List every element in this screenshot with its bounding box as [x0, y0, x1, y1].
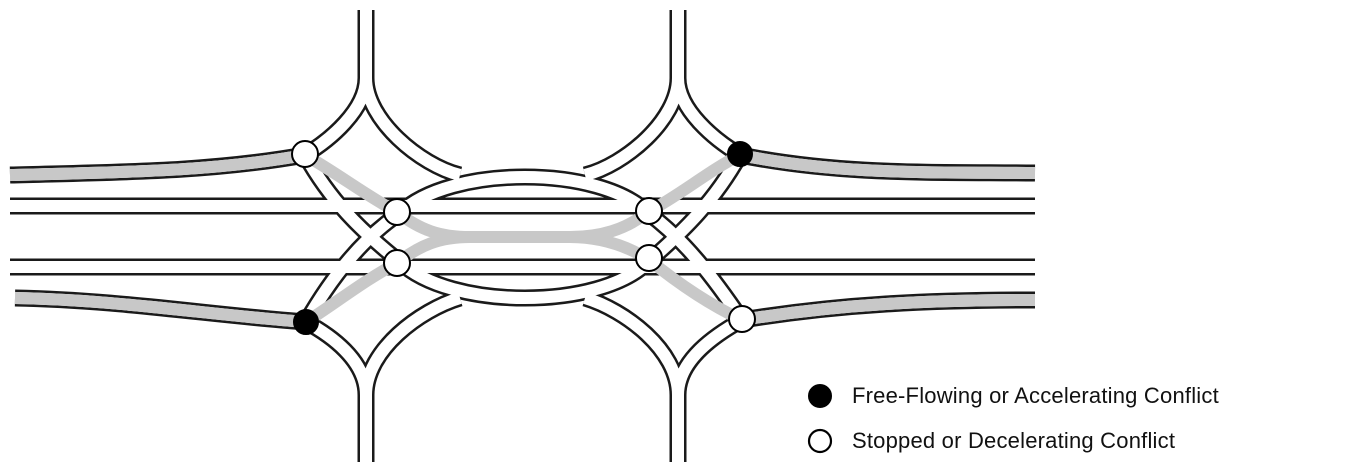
conflict-stopped-center-left-upper-marker: [383, 198, 411, 226]
conflict-stopped-center-right-lower-marker: [635, 244, 663, 272]
eye-lower-arc: [395, 257, 653, 304]
route-center: [393, 207, 652, 243]
loop-left-upper-right: [360, 77, 462, 181]
crossover-right-b: [644, 208, 747, 324]
crossover-left-a: [299, 152, 404, 267]
eye-upper-arc: [395, 171, 653, 218]
loop-left-lower-right: [360, 292, 462, 396]
route-bottom-left: [14, 292, 307, 328]
route-top-left: [9, 149, 307, 181]
route-bottom-right: [741, 294, 1036, 326]
conflict-stopped-center-right-upper-marker: [635, 197, 663, 225]
route-top-right: [738, 149, 1036, 179]
conflict-markers: [291, 140, 756, 335]
legend-free-flowing-icon: [808, 384, 832, 408]
legend-stopped-icon: [807, 428, 833, 454]
conflict-stopped-top-left-marker: [291, 140, 319, 168]
conflict-stopped-center-left-lower-marker: [383, 249, 411, 277]
conflict-free-top-right-marker: [727, 141, 753, 167]
crossover-left-b: [300, 208, 404, 325]
conflict-free-bottom-left-marker: [293, 309, 319, 335]
legend-free-flowing-label: Free-Flowing or Accelerating Conflict: [852, 383, 1219, 408]
legend-stopped-label: Stopped or Decelerating Conflict: [852, 428, 1176, 453]
conflict-stopped-bottom-right-marker: [728, 305, 756, 333]
